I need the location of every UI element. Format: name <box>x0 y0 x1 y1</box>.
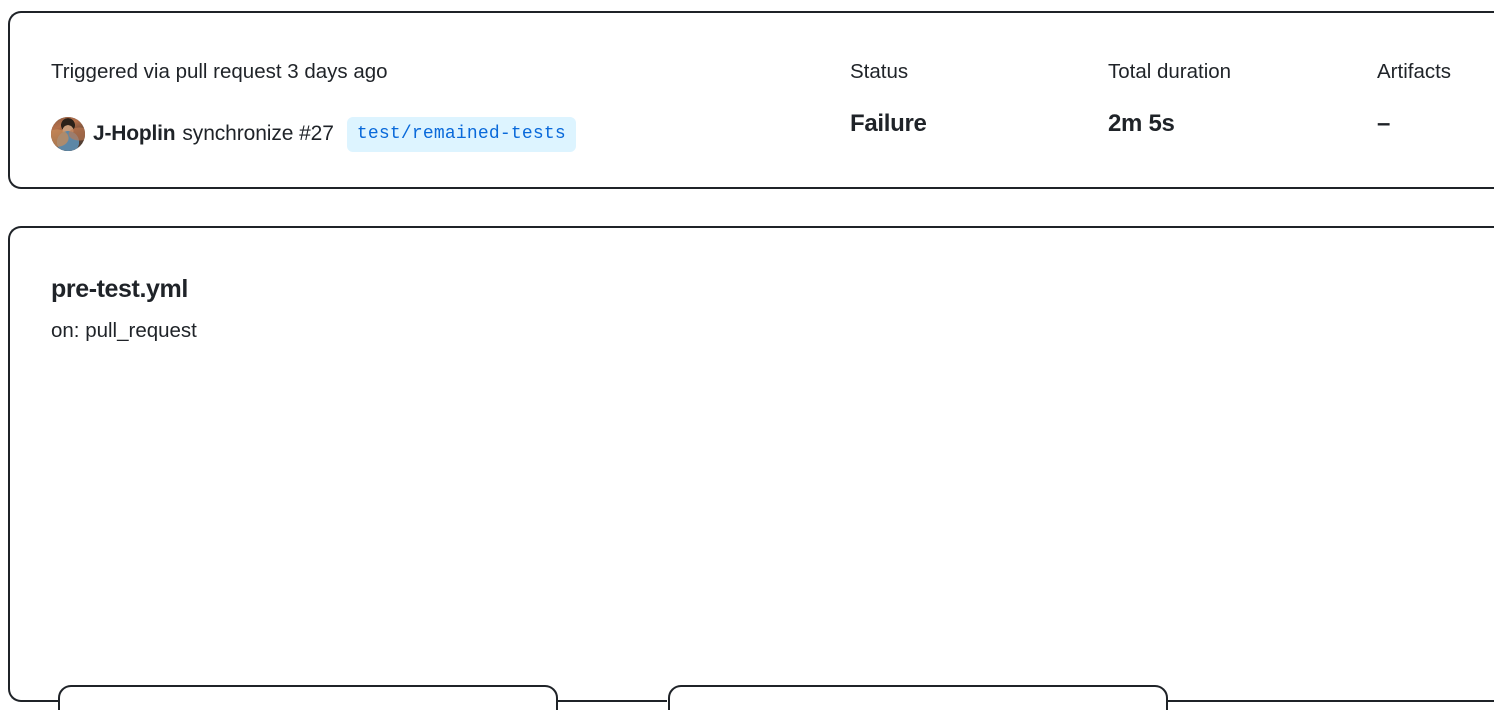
branch-badge[interactable]: test/remained-tests <box>346 116 576 152</box>
workflow-graph: unit-testing 1m 56s e2e-testing 0s <box>10 228 1494 710</box>
workflow-file-title: pre-test.yml <box>51 275 188 303</box>
status-label: Status <box>850 60 909 83</box>
run-header-card: Triggered via pull request 3 days ago J-… <box>8 11 1494 189</box>
status-column: Status Failure <box>850 59 927 139</box>
trigger-text: Triggered via pull request 3 days ago <box>51 60 388 83</box>
trigger-event-label[interactable]: synchronize #27 <box>182 122 334 145</box>
total-duration-label: Total duration <box>1108 60 1232 83</box>
run-header-grid: Triggered via pull request 3 days ago J-… <box>10 13 1494 187</box>
artifacts-label: Artifacts <box>1377 60 1452 83</box>
actor-line: J-Hoplin synchronize #27 test/remained-t… <box>51 116 576 152</box>
user-avatar[interactable] <box>51 117 85 151</box>
job-node-content: e2e-testing 0s <box>667 685 1168 710</box>
total-duration-value: 2m 5s <box>1108 110 1175 137</box>
status-value: Failure <box>850 110 927 137</box>
job-node-e2e-testing[interactable]: e2e-testing 0s <box>667 685 1168 710</box>
total-duration-column: Total duration 2m 5s <box>1108 59 1231 139</box>
workflow-graph-card: pre-test.yml on: pull_request unit-testi… <box>8 226 1494 710</box>
artifacts-value: – <box>1377 110 1391 137</box>
job-node-content: unit-testing 1m 56s <box>58 685 558 710</box>
actor-username[interactable]: J-Hoplin <box>93 122 176 145</box>
artifacts-column: Artifacts – <box>1377 59 1451 139</box>
workflow-trigger-subtitle: on: pull_request <box>51 319 197 342</box>
job-node-unit-testing[interactable]: unit-testing 1m 56s <box>58 685 558 710</box>
